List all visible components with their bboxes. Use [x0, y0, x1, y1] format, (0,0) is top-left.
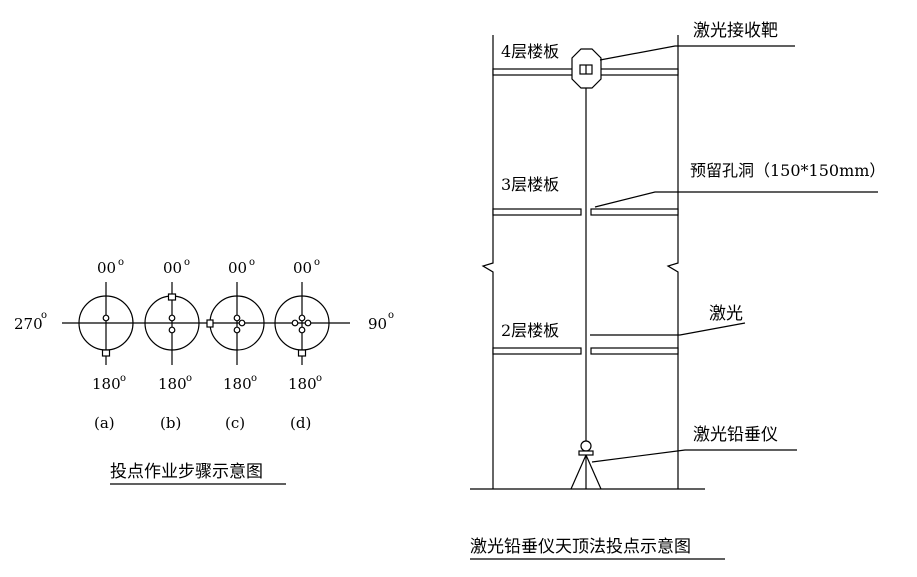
angle-bottom-d: 180: [288, 375, 317, 393]
leader-laser: [590, 322, 746, 336]
angle-left: 270: [14, 315, 43, 333]
angle-right: 90: [368, 315, 387, 333]
step-label-a: (a): [94, 414, 115, 432]
degree-top-a: o: [118, 257, 124, 268]
step-d-circle: [274, 282, 330, 365]
left-caption: 投点作业步骤示意图: [110, 462, 263, 482]
callout-laser: 激光: [709, 304, 743, 324]
degree-bottom-a: o: [120, 373, 126, 384]
step-b-circle: [144, 282, 200, 365]
callout-target: 激光接收靶: [693, 21, 778, 41]
floor-slab-2: [492, 347, 679, 355]
callout-instrument: 激光铅垂仪: [693, 425, 778, 445]
right-wall: [666, 35, 679, 489]
step-c-circle: [206, 282, 265, 365]
laser-target: [571, 48, 602, 89]
leader-target: [599, 45, 795, 61]
laser-plummet: [570, 440, 602, 490]
floor-slab-3: [492, 208, 679, 216]
degree-top-b: o: [184, 257, 190, 268]
section-diagram: 4层楼板 3层楼板 2层楼板 激光接收靶 预留孔洞（150*150mm） 激光 …: [470, 21, 885, 560]
step-label-b: (b): [160, 414, 181, 432]
step-diagram: 00 o 00 o 00 o 00 o 180 o 180 o 180 o 18…: [14, 257, 394, 485]
floor-label-2: 2层楼板: [501, 321, 559, 340]
floor-label-3: 3层楼板: [501, 175, 559, 194]
angle-top-a: 00: [97, 259, 116, 277]
degree-left: o: [41, 310, 47, 321]
step-label-c: (c): [225, 414, 245, 432]
degree-bottom-c: o: [251, 373, 257, 384]
left-wall: [481, 35, 494, 489]
floor-label-4: 4层楼板: [501, 42, 559, 61]
right-caption: 激光铅垂仪天顶法投点示意图: [470, 537, 691, 557]
step-a-circle: [78, 282, 134, 365]
degree-bottom-b: o: [186, 373, 192, 384]
degree-top-d: o: [314, 257, 320, 268]
degree-right: o: [388, 310, 394, 321]
leader-hole: [594, 191, 878, 208]
callout-hole: 预留孔洞（150*150mm）: [690, 161, 885, 180]
angle-bottom-c: 180: [223, 375, 252, 393]
angle-bottom-b: 180: [158, 375, 187, 393]
angle-top-d: 00: [293, 259, 312, 277]
step-label-d: (d): [290, 414, 311, 432]
degree-bottom-d: o: [316, 373, 322, 384]
angle-top-c: 00: [228, 259, 247, 277]
degree-top-c: o: [249, 257, 255, 268]
angle-top-b: 00: [163, 259, 182, 277]
angle-bottom-a: 180: [92, 375, 121, 393]
leader-instrument: [591, 449, 797, 463]
